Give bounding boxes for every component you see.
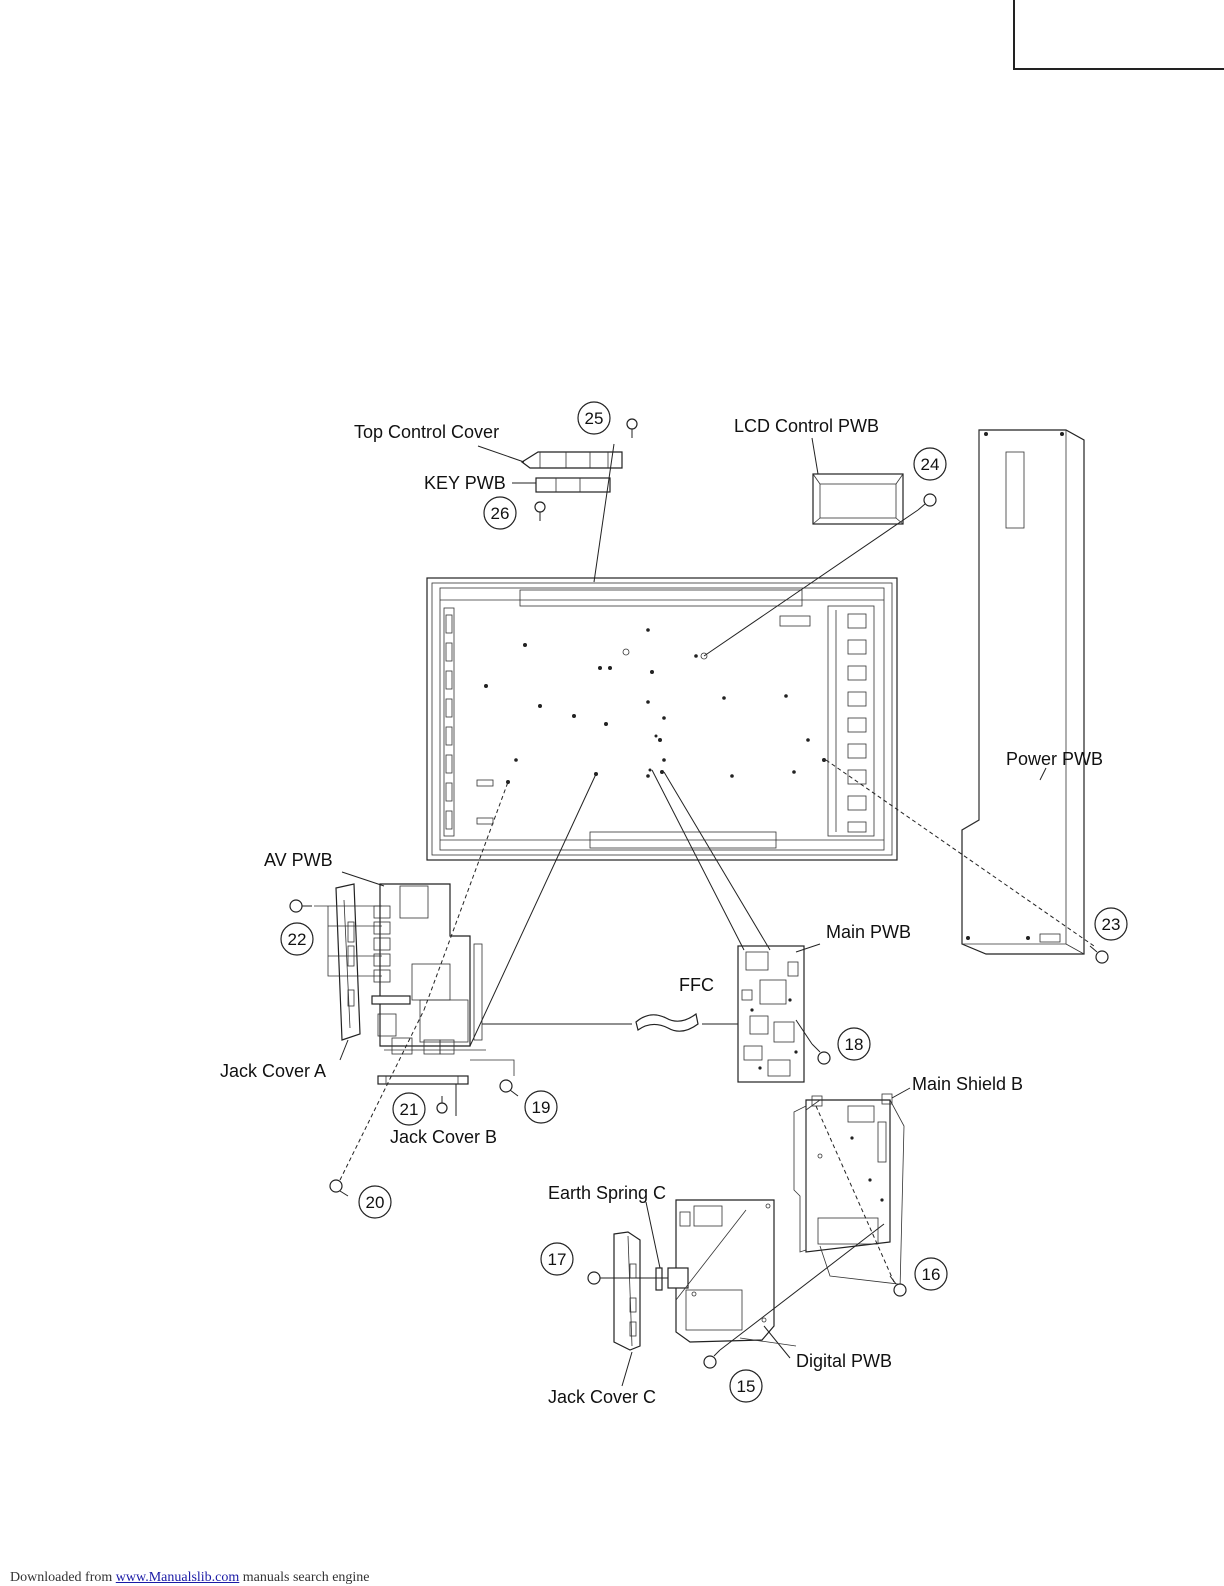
label-jack-cover-a: Jack Cover A xyxy=(220,1061,326,1081)
footer-prefix: Downloaded from xyxy=(10,1570,112,1585)
number-24: 24 xyxy=(921,455,940,474)
power-pwb xyxy=(962,430,1084,954)
number-16: 16 xyxy=(922,1265,941,1284)
label-lcd-control-pwb: LCD Control PWB xyxy=(734,416,879,436)
screw-21 xyxy=(437,1096,447,1113)
jack-cover-b xyxy=(378,1076,468,1084)
number-18: 18 xyxy=(845,1035,864,1054)
lcd-control-pwb xyxy=(813,474,903,524)
label-earth-spring-c: Earth Spring C xyxy=(548,1183,666,1203)
number-22: 22 xyxy=(288,930,307,949)
jack-cover-a xyxy=(336,884,360,1040)
jack-cover-c xyxy=(614,1232,640,1350)
screw-17 xyxy=(588,1272,612,1284)
number-19: 19 xyxy=(532,1098,551,1117)
label-jack-cover-c: Jack Cover C xyxy=(548,1387,656,1407)
av-pwb xyxy=(372,884,482,1054)
screw-16 xyxy=(890,1276,906,1296)
label-key-pwb: KEY PWB xyxy=(424,473,506,493)
number-25: 25 xyxy=(585,409,604,428)
screw-19 xyxy=(500,1080,518,1096)
main-shield-b xyxy=(794,1094,892,1252)
label-main-pwb: Main PWB xyxy=(826,922,911,942)
number-23: 23 xyxy=(1102,915,1121,934)
screw-26 xyxy=(535,502,545,521)
screw-24 xyxy=(918,494,936,510)
screw-18 xyxy=(812,1044,830,1064)
number-17: 17 xyxy=(548,1250,567,1269)
label-digital-pwb: Digital PWB xyxy=(796,1351,892,1371)
lcd-panel xyxy=(427,578,897,860)
label-main-shield-b: Main Shield B xyxy=(912,1074,1023,1094)
screw-25 xyxy=(627,419,637,438)
screw-20 xyxy=(330,1180,348,1196)
key-pwb xyxy=(536,478,610,492)
footer-link[interactable]: www.Manualslib.com xyxy=(116,1570,240,1585)
label-power-pwb: Power PWB xyxy=(1006,749,1103,769)
main-pwb xyxy=(738,946,804,1082)
number-15: 15 xyxy=(737,1377,756,1396)
number-21: 21 xyxy=(400,1100,419,1119)
label-jack-cover-b: Jack Cover B xyxy=(390,1127,497,1147)
ffc-cable xyxy=(482,1014,738,1031)
number-26: 26 xyxy=(491,504,510,523)
label-ffc: FFC xyxy=(679,975,714,995)
screw-22 xyxy=(290,900,312,912)
earth-spring-c xyxy=(656,1268,662,1290)
label-top-control-cover: Top Control Cover xyxy=(354,422,499,442)
label-av-pwb: AV PWB xyxy=(264,850,333,870)
footer-suffix: manuals search engine xyxy=(243,1570,370,1585)
number-20: 20 xyxy=(366,1193,385,1212)
screw-15 xyxy=(704,1350,720,1368)
top-control-cover xyxy=(522,452,622,468)
screw-23 xyxy=(1090,946,1108,963)
